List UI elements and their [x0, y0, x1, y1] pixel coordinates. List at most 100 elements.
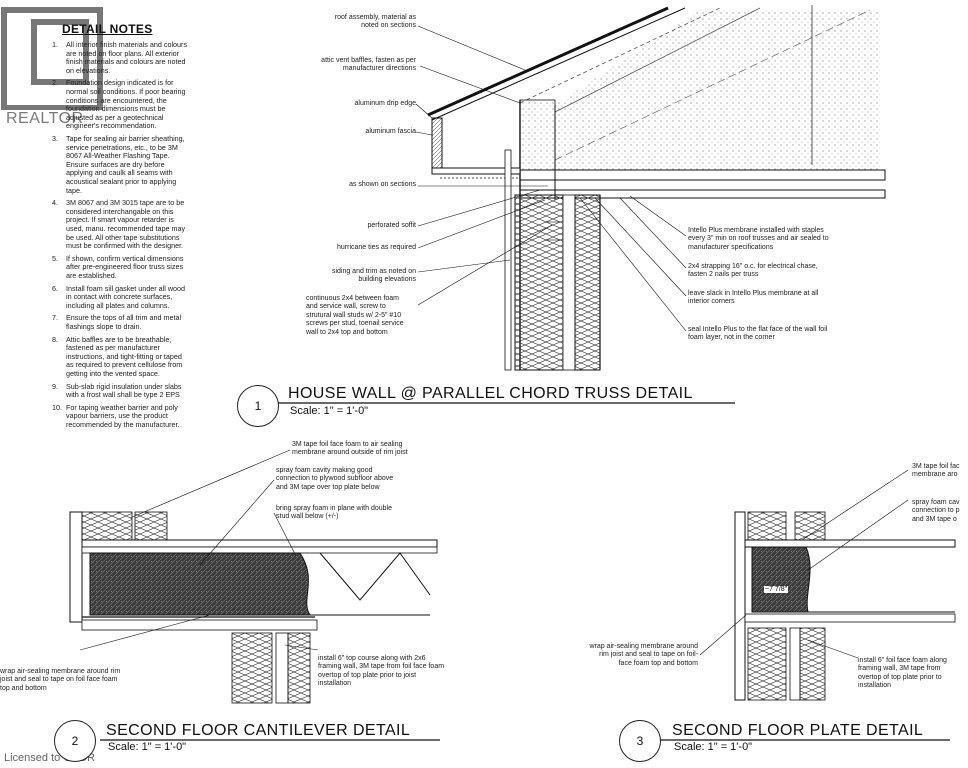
note-number: 7.: [52, 313, 58, 323]
note-number: 5.: [52, 253, 58, 263]
note-line: considered interchangable on this: [66, 206, 174, 216]
d1-label-leave-slack: leave slack in Intello Plus membrane at …: [688, 290, 818, 307]
note-number: 6.: [52, 283, 58, 293]
d1-label-strapping-l2: fasten 2 nails per truss: [688, 271, 759, 279]
d2-label-bring-foam-l1: bring spray foam in plane with double: [276, 505, 392, 512]
d1-title: HOUSE WALL @ PARALLEL CHORD TRUSS DETAIL: [288, 385, 693, 402]
d2-label-wrap-membrane-l2: joist and seal to tape on foil face foam: [0, 676, 118, 684]
note-line: foundation dimensions must be: [66, 104, 166, 114]
d2-number-bubble: 2: [54, 720, 96, 762]
d1-label-soffit: perforated soffit: [290, 222, 416, 230]
d1-label-continuous-2x4-l1: continuous 2x4 between foam: [306, 295, 400, 302]
d1-label-as-shown: as shown on sections: [290, 181, 416, 189]
notes-heading: DETAIL NOTES: [62, 22, 153, 36]
note-line: on elevations.: [66, 65, 111, 75]
note-line: service penetrations, etc., to be 3M: [66, 142, 178, 152]
realtor-watermark: REALTOR: [6, 110, 84, 127]
note-line: conditions are encountered, the: [66, 95, 167, 105]
d2-label-3m-tape-l1: 3M tape foil face foam to air sealing: [292, 441, 403, 448]
d3-dimension: ~7 7/8": [764, 586, 789, 593]
d1-label-as-shown-l1: as shown on sections: [349, 181, 416, 188]
note-line: acoustical sealant prior to applying: [66, 176, 177, 186]
note-line: used, manu. recommended tape may: [66, 223, 186, 233]
d2-title: SECOND FLOOR CANTILEVER DETAIL: [106, 722, 411, 739]
note-line: engineer's recommendation.: [66, 121, 157, 131]
note-line: All interior finish materials and colour…: [66, 40, 188, 49]
d2-scale: Scale: 1" = 1'-0": [108, 741, 187, 753]
note-line: adjusted as per a geotechnical: [66, 112, 164, 122]
note-line: 8067 All-Weather Flashing Tape.: [66, 151, 170, 161]
d1-label-intello-staples: Intello Plus membrane installed with sta…: [688, 227, 829, 252]
d2-label-wrap-membrane-l1: wrap air-sealing membrane around rim: [0, 668, 121, 675]
detail2-drawing: [69, 511, 438, 704]
note-item: 3.Tape for sealing air barrier sheathing…: [52, 134, 218, 195]
d1-label-continuous-2x4-l2: and service wall, screw to: [306, 303, 386, 311]
note-line: Attic baffles are to be breathable,: [66, 334, 172, 344]
note-line: Install foam sill gasket under all wood: [66, 283, 186, 293]
note-line: after pre-engineered floor truss sizes: [66, 262, 184, 272]
d2-label-install-6in-l1: install 6" top course along with 2x6: [318, 655, 426, 662]
note-line: be used. All other tape substitutions: [66, 232, 180, 242]
d1-label-seal-intello: seal Intello Plus to the flat face of th…: [688, 326, 827, 343]
note-line: project. If smart vapour retarder is: [66, 215, 174, 225]
note-line: are noted on floor plans. All exterior: [66, 48, 180, 58]
d3-scale: Scale: 1" = 1'-0": [674, 741, 753, 753]
note-line: as required to prevent cellulose from: [66, 360, 183, 370]
d1-label-siding-l2: building elevations: [358, 276, 416, 284]
note-number: 4.: [52, 198, 58, 208]
d1-label-hurricane-ties-l1: hurricane ties as required: [337, 244, 416, 251]
d2-label-install-6in-l3: overtop of top plate prior to joist: [318, 671, 417, 679]
d3-label-install-6in-l3: overtop of top plate prior to: [858, 673, 942, 681]
d1-label-strapping-l1: 2x4 strapping 16" o.c. for electrical ch…: [688, 263, 818, 270]
d2-label-3m-tape-l2: membrane around outside of rim joist: [292, 449, 408, 457]
note-number: 8.: [52, 334, 58, 344]
detail1-drawing: [427, 5, 886, 371]
note-line: are established.: [66, 270, 117, 280]
note-line: Ensure the tops of all trim and metal: [66, 313, 182, 323]
d3-label-3m-tape-l1: 3M tape foil fac: [912, 463, 960, 470]
d2-label-spray-foam-l3: and 3M tape over top plate below: [276, 483, 380, 491]
attic-insulation: [555, 10, 880, 170]
d1-label-seal-intello-l2: foam layer, not in the corner: [688, 334, 775, 342]
realtor-logo: [0, 6, 104, 110]
detail-notes: 1. All interior finish materials and colo…: [52, 40, 226, 461]
d1-label-roof-assembly-l2: noted on sections: [361, 22, 416, 30]
d1-label-drip-edge-l1: aluminum drip edge: [354, 100, 416, 107]
d3-label-spray-foam-l1: spray foam cav: [912, 499, 960, 506]
d3-label-install-6in-l2: framing wall, 3M tape from: [858, 665, 941, 673]
note-number: 2.: [52, 78, 58, 88]
realtor-logo-icon: [1, 7, 103, 110]
note-line: instructions, and tight-fitting or taped: [66, 351, 182, 361]
note-number: 1.: [52, 40, 58, 49]
d1-label-fascia: aluminum fascia: [290, 128, 416, 136]
d1-number-bubble: 1: [237, 385, 279, 427]
note-line: flashings slope to drain.: [66, 321, 142, 331]
d2-label-install-6in-l4: installation: [318, 680, 352, 688]
note-line: getting into the vented space.: [66, 368, 160, 378]
d1-label-intello-staples-l3: manufacturer specifications: [688, 243, 774, 251]
d1-label-continuous-2x4-l5: wall to 2x4 top and bottom: [306, 328, 388, 336]
d1-label-attic-baffles-l2: manufacturer directions: [342, 65, 416, 73]
d3-label-install-6in-l1: install 6" foil face foam along: [858, 657, 947, 664]
d3-label-wrap-membrane-l3: face foam top and bottom: [618, 659, 698, 667]
d2-label-bring-foam-l2: stud wall below (+/-): [276, 513, 339, 521]
d3-label-wrap-membrane-l1: wrap air-sealing membrane around: [589, 643, 698, 650]
d1-label-strapping: 2x4 strapping 16" o.c. for electrical ch…: [688, 263, 818, 280]
note-number: 9.: [52, 381, 58, 391]
d1-label-leave-slack-l2: interior corners: [688, 298, 735, 306]
d1-label-roof-assembly-l1: roof assembly, material as: [334, 14, 416, 21]
note-line: applying and caulk all seams with: [66, 168, 173, 178]
note-item: 6. Install foam sill gasket under all woo…: [52, 283, 218, 311]
